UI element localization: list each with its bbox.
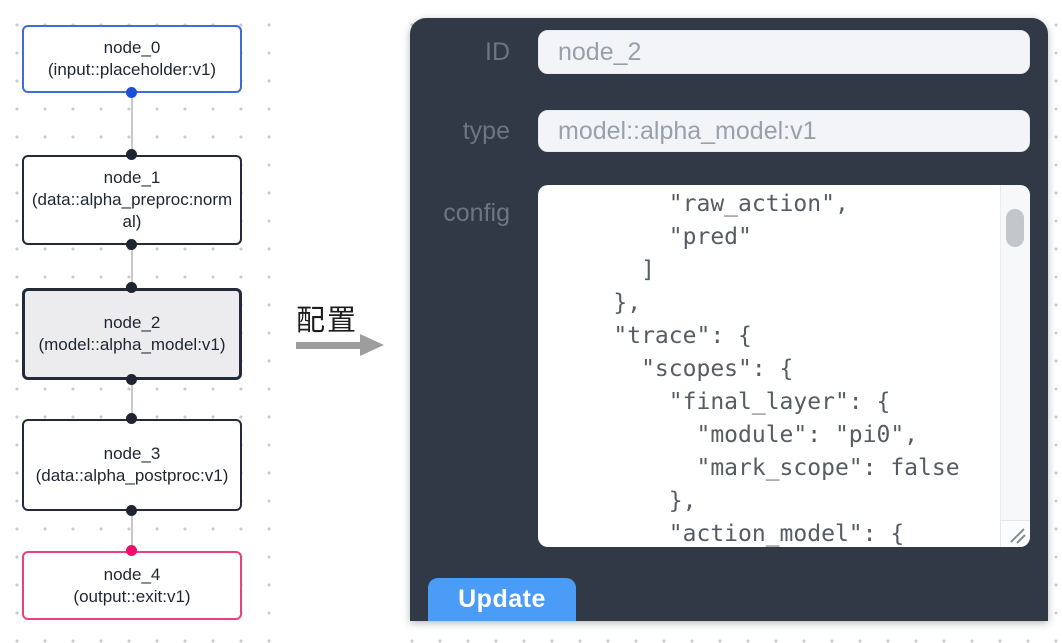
node-node_1[interactable]: node_1 (data::alpha_preproc:normal) [22, 155, 242, 245]
id-label: ID [485, 38, 510, 66]
port-node3-out[interactable] [126, 505, 137, 516]
node-type: (output::exit:v1) [73, 586, 191, 606]
type-input[interactable] [538, 110, 1030, 152]
port-node3-in[interactable] [126, 413, 137, 424]
node-type: (model::alpha_model:v1) [38, 335, 226, 354]
config-label: config [443, 199, 510, 227]
node-node_2[interactable]: node_2 (model::alpha_model:v1) [22, 288, 242, 380]
node-type: (data::alpha_postproc:v1) [35, 466, 229, 485]
port-node2-in[interactable] [126, 282, 137, 293]
edge-node2-node3 [131, 380, 133, 419]
resize-handle-icon[interactable] [1000, 520, 1030, 547]
port-node1-out[interactable] [126, 239, 137, 250]
type-label: type [462, 117, 510, 145]
config-editor[interactable]: "raw_action", "pred" ] }, "trace": { "sc… [538, 185, 1030, 547]
node-node_4[interactable]: node_4 (output::exit:v1) [22, 551, 242, 620]
node-name: node_4 [103, 564, 161, 584]
id-input[interactable] [538, 30, 1030, 74]
update-button[interactable]: Update [428, 578, 576, 621]
node-node_0[interactable]: node_0 (input::placeholder:v1) [22, 25, 242, 93]
config-json-text[interactable]: "raw_action", "pred" ] }, "trace": { "sc… [613, 191, 960, 547]
edge-node1-node2 [131, 245, 133, 288]
scrollbar-track[interactable] [1000, 185, 1030, 520]
edge-node0-node1 [131, 93, 133, 155]
node-type: (input::placeholder:v1) [47, 60, 217, 79]
pipeline-canvas: node_0 (input::placeholder:v1) node_1 (d… [0, 0, 280, 643]
node-name: node_0 [103, 38, 161, 57]
port-node4-in[interactable] [126, 545, 137, 556]
node-node_3[interactable]: node_3 (data::alpha_postproc:v1) [22, 419, 242, 511]
configure-label: 配置 [296, 305, 359, 337]
scrollbar-thumb[interactable] [1006, 209, 1024, 247]
node-name: node_2 [103, 313, 161, 332]
edge-node3-node4 [131, 511, 133, 551]
node-type: (data::alpha_preproc:normal) [31, 190, 233, 231]
port-node2-out[interactable] [126, 374, 137, 385]
node-name: node_3 [103, 444, 161, 463]
arrow-right-icon [296, 342, 362, 349]
port-node0-out[interactable] [126, 87, 137, 98]
node-name: node_1 [103, 168, 161, 187]
port-node1-in[interactable] [126, 149, 137, 160]
arrow-right-icon [360, 334, 384, 356]
node-config-panel: ID type config "raw_action", "pred" ] },… [410, 18, 1048, 621]
